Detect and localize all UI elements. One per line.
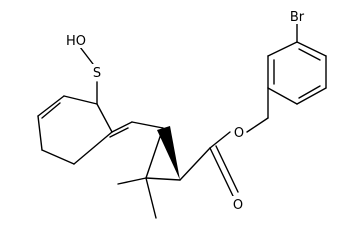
bond-hex-double: [41, 102, 61, 119]
bromine-label: Br: [290, 10, 305, 25]
bond-ring-inner-1: [298, 48, 321, 61]
bond-hex-f: [73, 131, 113, 165]
sulfur-label: S: [93, 66, 101, 81]
bond-exocyclic-double-1: [111, 121, 133, 133]
bromophenyl-ring: [267, 23, 327, 105]
bond-ring-c: [296, 87, 327, 105]
sulfur-label-bg: [91, 64, 104, 80]
bond-carbonyl-ring: [179, 147, 211, 181]
bond-methyl-2: [145, 177, 157, 219]
bond-sulfur-hydroxy: [79, 46, 94, 65]
bond-hex-b: [63, 95, 98, 105]
bond-carbonyl-double-1: [209, 147, 234, 197]
bond-hex-e: [41, 149, 75, 165]
bond-cyclopropane-b: [145, 177, 181, 181]
hydroxy-label: HO: [66, 34, 86, 49]
ester-oxygen-label: O: [234, 126, 244, 141]
bond-carbonyl-double-2: [215, 145, 239, 193]
bond-hex-d: [37, 115, 43, 151]
carbonyl-oxygen-label-bg: [231, 196, 245, 212]
bond-ring-d: [267, 87, 298, 105]
bond-vinyl: [131, 121, 164, 129]
carbonyl-oxygen-label: O: [233, 198, 243, 213]
bond-hex-a: [96, 103, 113, 133]
bond-ring-a: [296, 41, 327, 57]
bond-cyclopropane-a: [145, 127, 164, 179]
bond-ring-inner-2: [298, 85, 321, 99]
bromine-label-bg: [287, 8, 307, 24]
bond-ch2-oxygen: [246, 117, 269, 133]
bond-hex-c: [37, 95, 65, 117]
ester-oxygen-label-bg: [232, 124, 246, 140]
hydroxy-label-bg: [64, 32, 88, 48]
bond-methyl-1: [117, 177, 147, 185]
cyclohexene-ring: [37, 95, 113, 165]
cyclopropane-ring: [117, 126, 181, 219]
bond-exocyclic-double-2: [109, 127, 129, 138]
wedge-bond-carboxyl: [157, 126, 180, 180]
bond-oxygen-carbonyl: [209, 131, 231, 149]
bond-ring-f: [267, 41, 298, 57]
